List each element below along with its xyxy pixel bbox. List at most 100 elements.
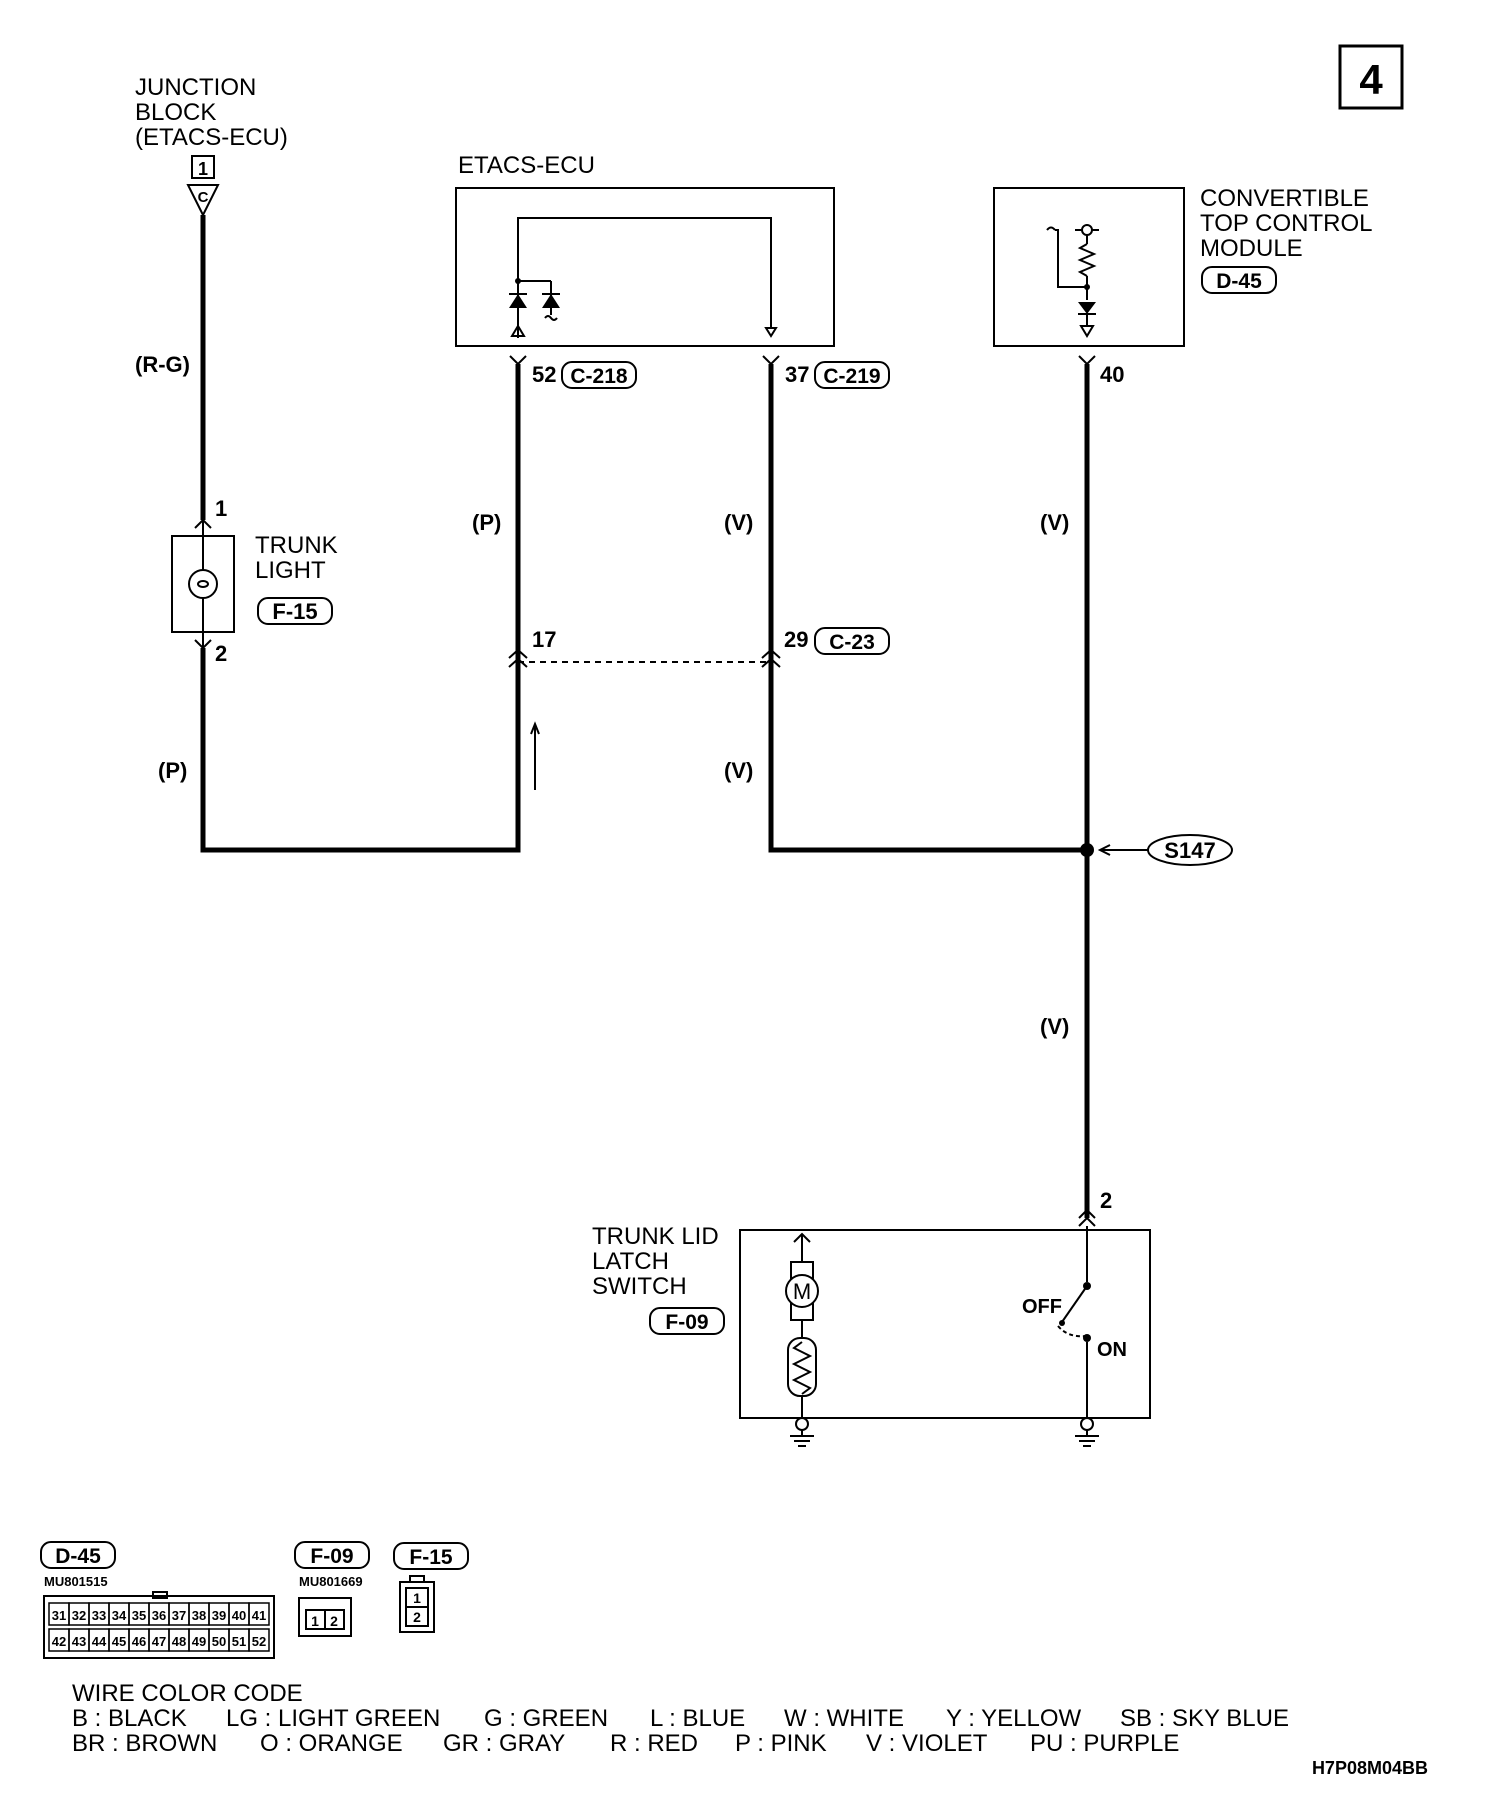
wire-color-ecu37-lower: (V) [724,758,753,783]
d45-pin-number: 31 [52,1608,66,1623]
motor-icon [785,1274,819,1308]
trunk-light-pin-top: 1 [215,496,227,521]
wcc-r2-5: V : VIOLET [866,1730,988,1757]
f09-pin-1: 1 [311,1613,319,1629]
etacs-pin-37: 37 [785,362,809,387]
switch-connector-f09: F-09 [665,1311,708,1334]
d45-pin-number: 45 [112,1634,126,1649]
wire-color-jb: (R-G) [135,352,190,377]
junction-block-pin-box: 1 [198,159,208,179]
d45-pin-number: 32 [72,1608,86,1623]
d45-pin-number: 42 [52,1634,66,1649]
trunk-light-label-2: LIGHT [255,557,326,584]
diode-icon [542,294,560,308]
d45-pin-number: 49 [192,1634,206,1649]
wire-ecu-37 [768,364,1087,853]
connector-view-f15: F-15 1 2 [393,1542,469,1633]
d45-pin-number: 34 [112,1608,127,1623]
wcc-r2-3: R : RED [610,1730,698,1757]
f09-pin-2: 2 [330,1613,338,1629]
switch-label-3: SWITCH [592,1273,687,1300]
wcc-r2-2: GR : GRAY [443,1730,565,1757]
wcc-r1-3: L : BLUE [650,1705,745,1732]
etacs-ecu: ETACS-ECU 52 C-218 37 C-219 [455,152,890,389]
d45-pin-number: 35 [132,1608,146,1623]
page-number-box: 4 [1338,44,1404,110]
switch-on-label: ON [1097,1339,1127,1361]
wire-color-ecu37-upper: (V) [724,510,753,535]
junction-block-label-1: JUNCTION [135,74,256,101]
wcc-r2-1: O : ORANGE [260,1730,403,1757]
etacs-connector-c219: C-219 [823,365,880,388]
wire-color-ecu52: (P) [472,510,501,535]
splice-label: S147 [1164,838,1215,863]
d45-pin-number: 39 [212,1608,226,1623]
wcc-r1-2: G : GREEN [484,1705,608,1732]
d45-part-number: MU801515 [44,1574,108,1589]
d45-pin-number: 36 [152,1608,166,1623]
f09-part-number: MU801669 [299,1574,363,1589]
trunk-light-pin-bottom: 2 [215,641,227,666]
wcc-r1-5: Y : YELLOW [946,1705,1082,1732]
diode-icon [509,294,527,308]
junction-block-terminal-icon [186,184,220,218]
wire-color-light: (P) [158,758,187,783]
junction-block-pin-letter: C [198,189,209,206]
trunk-light-label-1: TRUNK [255,532,338,559]
d45-pin-number: 33 [92,1608,106,1623]
wire-color-code: WIRE COLOR CODE B : BLACK LG : LIGHT GRE… [72,1680,1289,1757]
wire-color-module-lower: (V) [1040,1014,1069,1039]
splice-point [1080,843,1094,857]
c23-pin-29: 29 [784,627,808,652]
wire-trunk-light-to-ecu [200,648,521,853]
etacs-pin-52: 52 [532,362,556,387]
module-label-3: MODULE [1200,235,1303,262]
wcc-r2-6: PU : PURPLE [1030,1730,1179,1757]
d45-pin-number: 44 [92,1634,107,1649]
wcc-r1-1: LG : LIGHT GREEN [226,1705,440,1732]
resistor-icon [1077,243,1097,277]
current-direction-arrow-icon [530,721,540,790]
d45-pin-number: 46 [132,1634,146,1649]
d45-pin-number: 51 [232,1634,246,1649]
wcc-r2-4: P : PINK [735,1730,827,1757]
connector-view-f09: F-09 MU801669 1 2 [294,1541,370,1637]
d45-pin-number: 41 [252,1608,266,1623]
module-label-1: CONVERTIBLE [1200,185,1369,212]
d45-view-label: D-45 [55,1545,101,1568]
motor-label: M [793,1279,811,1304]
wcc-r2-0: BR : BROWN [72,1730,217,1757]
wire-color-module-upper: (V) [1040,510,1069,535]
c23-pin-17: 17 [532,627,556,652]
diode-icon [1078,302,1096,314]
wire-color-code-title: WIRE COLOR CODE [72,1680,303,1707]
d45-pin-cell [248,1602,270,1626]
d45-pin-number: 52 [252,1634,266,1649]
figure-code: H7P08M04BB [1312,1758,1428,1778]
switch-label-2: LATCH [592,1248,669,1275]
d45-pin-number: 43 [72,1634,86,1649]
etacs-ecu-title: ETACS-ECU [458,152,595,179]
junction-block: JUNCTION BLOCK (ETACS-ECU) 1 C [135,74,288,218]
trunk-light: 1 2 TRUNK LIGHT F-15 [171,496,338,666]
splice-s147: S147 [1080,834,1233,866]
d45-pin-number: 48 [172,1634,186,1649]
d45-pin-number: 37 [172,1608,186,1623]
d45-pin-cell [248,1628,270,1652]
switch-off-label: OFF [1022,1296,1062,1318]
f09-view-label: F-09 [310,1545,353,1568]
d45-pin-number: 47 [152,1634,166,1649]
switch-pin-2: 2 [1100,1188,1112,1213]
junction-block-label-2: BLOCK [135,99,216,126]
junction-block-label-3: (ETACS-ECU) [135,124,288,151]
trunk-light-connector: F-15 [272,599,317,624]
module-label-2: TOP CONTROL [1200,210,1372,237]
c23-connector-label: C-23 [829,631,875,654]
wcc-r1-0: B : BLACK [72,1705,187,1732]
page-number: 4 [1359,56,1383,103]
f15-view-label: F-15 [409,1546,453,1569]
connector-c23: 17 29 C-23 [508,627,890,668]
